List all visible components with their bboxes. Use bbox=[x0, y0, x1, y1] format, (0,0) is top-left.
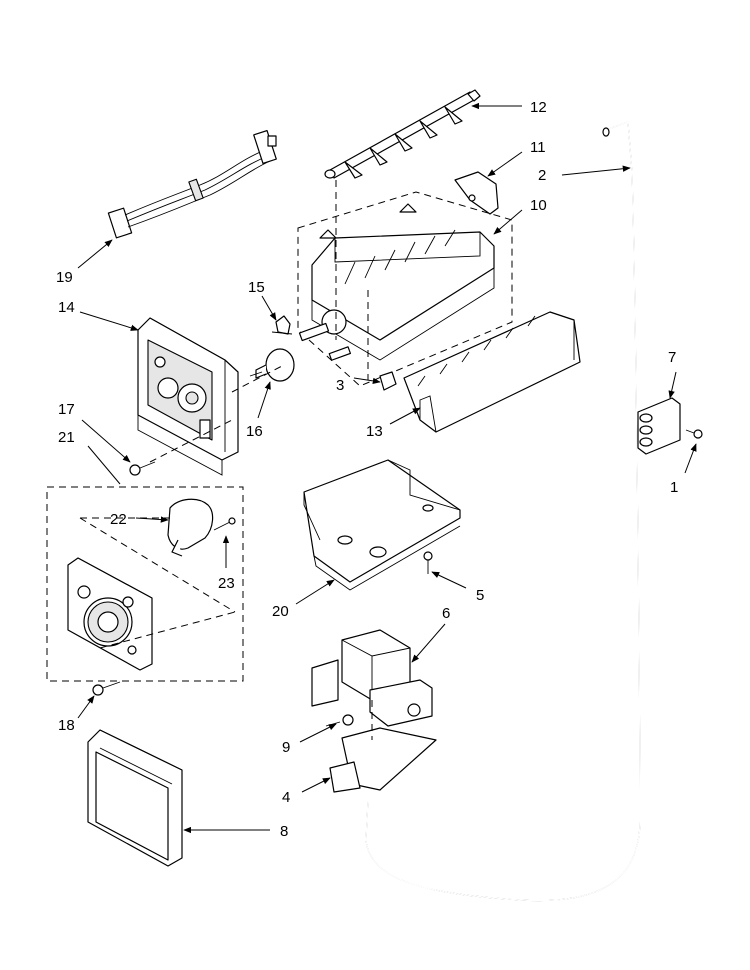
water-valve-part bbox=[311, 629, 433, 727]
callout-15: 15 bbox=[248, 279, 265, 296]
callout-12: 12 bbox=[530, 99, 547, 116]
callout-19: 19 bbox=[56, 269, 73, 286]
screw-18-part bbox=[92, 681, 121, 696]
tube-clamp-part bbox=[637, 397, 681, 455]
callout-labels: 1 2 3 4 5 6 7 8 9 10 11 12 13 14 15 16 1… bbox=[56, 99, 678, 840]
callout-22: 22 bbox=[110, 511, 127, 528]
insulation-block-part bbox=[87, 729, 183, 867]
stripper-part bbox=[403, 311, 581, 433]
motor-assembly-group bbox=[46, 486, 244, 682]
ice-deflector-part bbox=[303, 459, 461, 591]
callout-1: 1 bbox=[670, 479, 678, 496]
screw-5-part bbox=[423, 551, 433, 574]
fill-tube-part bbox=[365, 121, 641, 902]
callout-23: 23 bbox=[218, 575, 235, 592]
callout-20: 20 bbox=[272, 603, 289, 620]
wire-harness-part bbox=[107, 129, 277, 239]
callout-16: 16 bbox=[246, 423, 263, 440]
ejector-part bbox=[324, 89, 481, 179]
leader-lines bbox=[77, 102, 697, 834]
screw-1-part bbox=[685, 429, 703, 439]
callout-2: 2 bbox=[538, 167, 546, 184]
callout-7: 7 bbox=[668, 349, 676, 366]
callout-18: 18 bbox=[58, 717, 75, 734]
callout-17: 17 bbox=[58, 401, 75, 418]
callout-10: 10 bbox=[530, 197, 547, 214]
screw-17-part bbox=[129, 461, 156, 476]
callout-11: 11 bbox=[530, 139, 546, 156]
callout-4: 4 bbox=[282, 789, 290, 806]
callout-14: 14 bbox=[58, 299, 75, 316]
callout-8: 8 bbox=[280, 823, 288, 840]
callout-5: 5 bbox=[476, 587, 484, 604]
callout-9: 9 bbox=[282, 739, 290, 756]
motor-module-housing-part bbox=[137, 317, 239, 476]
valve-bracket-part bbox=[329, 727, 437, 793]
module-switch-part bbox=[249, 348, 295, 382]
screw-9-part bbox=[325, 714, 354, 727]
alignment-lines bbox=[149, 180, 373, 740]
callout-21: 21 bbox=[58, 429, 75, 446]
ejector-bracket-part bbox=[454, 171, 499, 215]
callout-6: 6 bbox=[442, 605, 450, 622]
clip-3-part bbox=[379, 371, 397, 391]
callout-13: 13 bbox=[366, 423, 383, 440]
thermostat-part bbox=[271, 315, 293, 335]
ice-mold-part bbox=[297, 191, 513, 387]
callout-3: 3 bbox=[336, 377, 344, 394]
